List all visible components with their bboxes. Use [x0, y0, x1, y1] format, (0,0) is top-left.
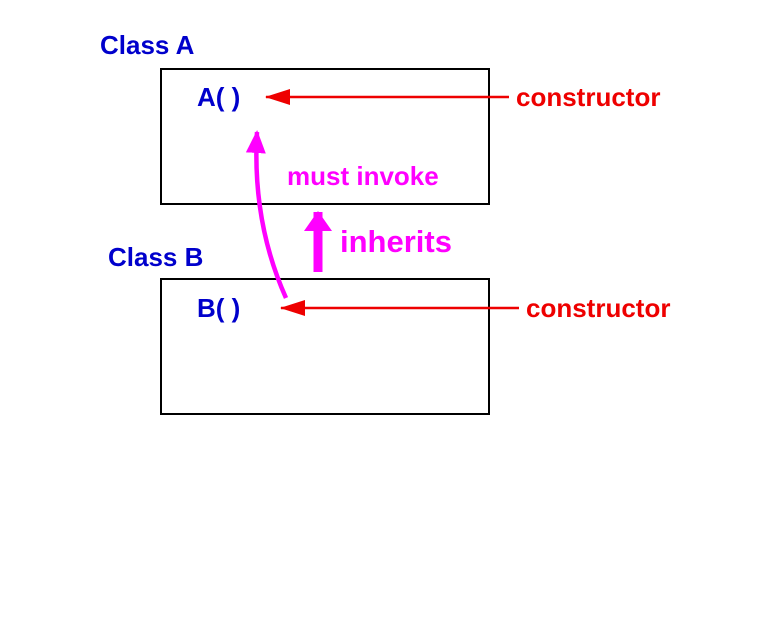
class-a-box [160, 68, 490, 205]
class-a-constructor: A( ) [197, 82, 241, 112]
constructor-annotation-a: constructor [516, 82, 661, 112]
must-invoke-label: must invoke [287, 161, 439, 191]
constructor-annotation-b: constructor [526, 293, 671, 323]
class-b-constructor: B( ) [197, 293, 241, 323]
class-b-box [160, 278, 490, 415]
class-b-label: Class B [108, 242, 204, 272]
class-a-label: Class A [100, 30, 195, 60]
inherits-label: inherits [340, 224, 452, 259]
